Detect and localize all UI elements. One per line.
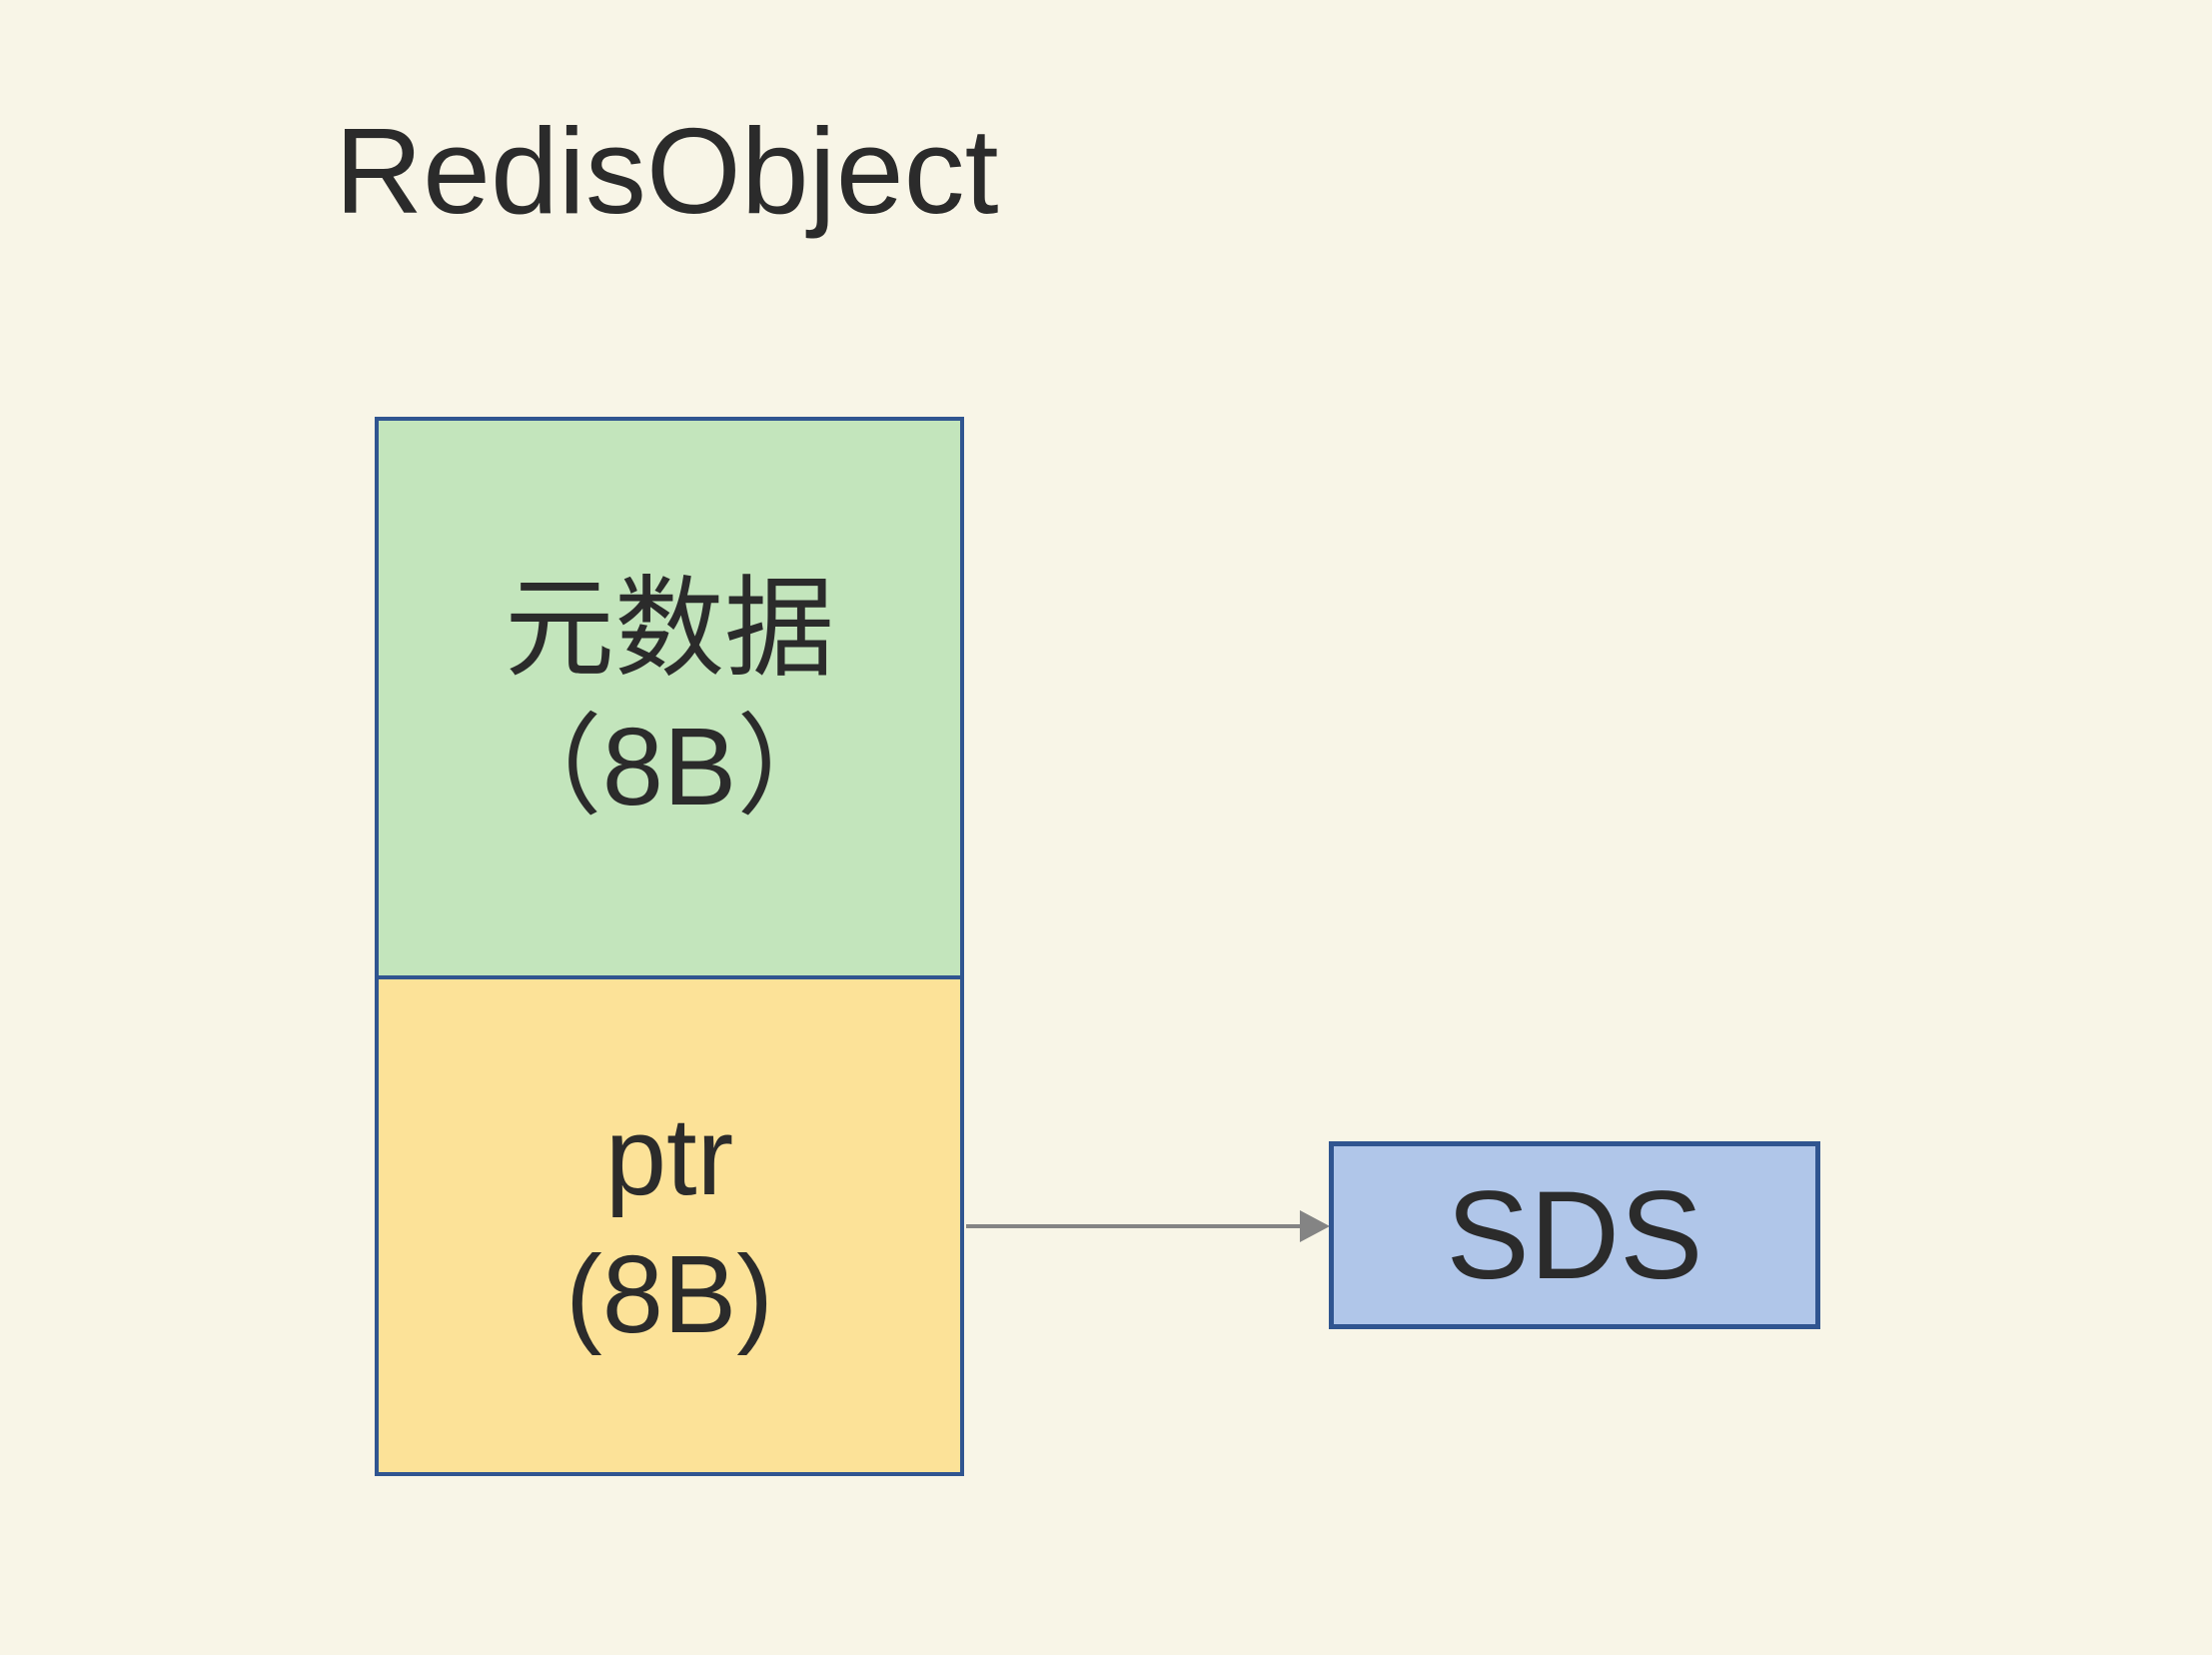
redis-object-box: 元数据 （8B） ptr (8B): [375, 417, 964, 1476]
ptr-cell-size: (8B): [565, 1232, 773, 1356]
ptr-cell-label: ptr: [604, 1095, 734, 1218]
ptr-cell: ptr (8B): [379, 975, 960, 1472]
sds-label: SDS: [1446, 1165, 1703, 1305]
metadata-cell-label: 元数据: [505, 568, 834, 691]
ptr-to-sds-arrow-line: [966, 1224, 1304, 1228]
metadata-cell-size: （8B）: [492, 705, 847, 828]
ptr-to-sds-arrow-head-icon: [1300, 1210, 1330, 1242]
diagram-title: RedisObject: [335, 103, 999, 239]
sds-box: SDS: [1329, 1141, 1820, 1329]
metadata-cell: 元数据 （8B）: [379, 421, 960, 975]
